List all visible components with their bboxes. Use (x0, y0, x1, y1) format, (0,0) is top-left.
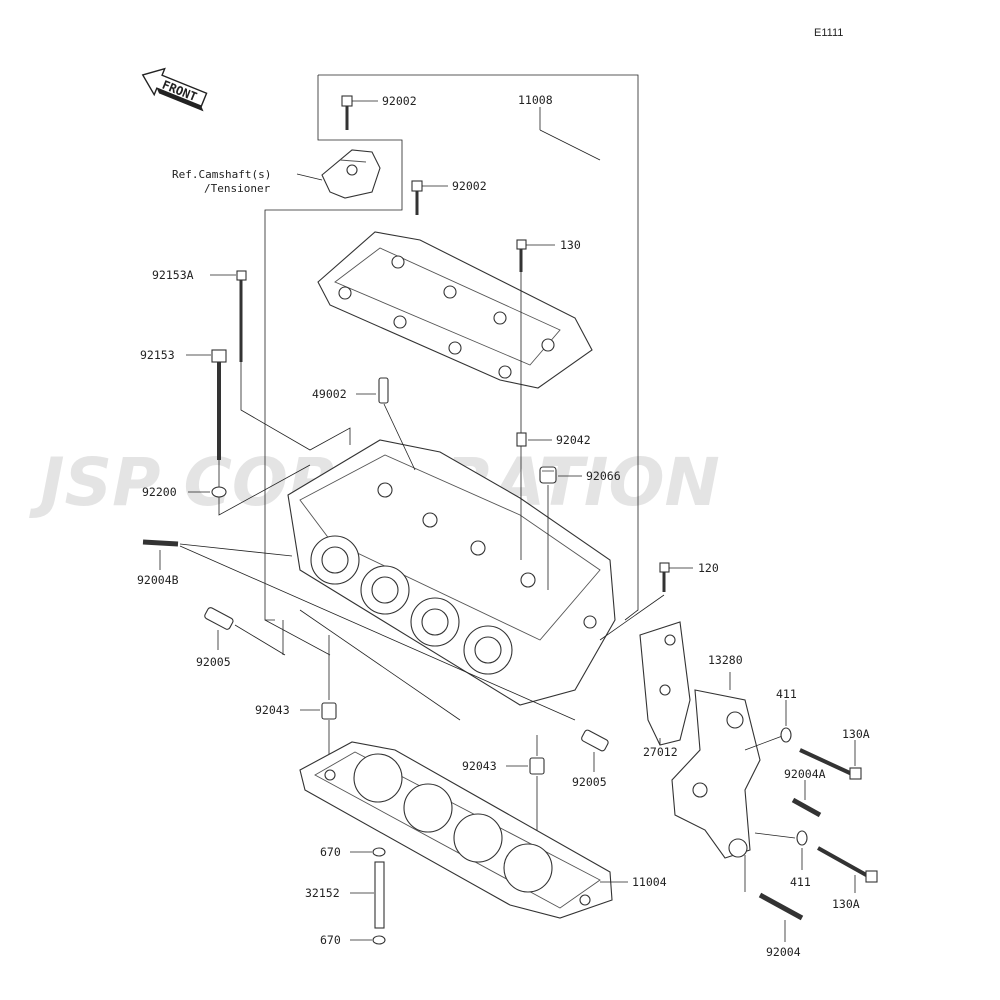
label-670-lower: 670 (320, 933, 341, 947)
dowel-92043-right (529, 757, 545, 775)
label-92004B: 92004B (137, 573, 179, 587)
label-411-lower: 411 (790, 875, 811, 889)
bolt-92002-upper (341, 95, 353, 130)
label-11008: 11008 (518, 93, 553, 107)
label-27012: 27012 (643, 745, 678, 759)
stud-92004A (791, 797, 822, 818)
reference-note-line-2: /Tensioner (204, 182, 271, 195)
label-92005-left: 92005 (196, 655, 231, 669)
label-130: 130 (560, 238, 581, 252)
bolt-120 (659, 562, 670, 592)
bolt-130 (516, 239, 527, 272)
label-92042: 92042 (556, 433, 591, 447)
label-120: 120 (698, 561, 719, 575)
plug-92066 (539, 466, 557, 484)
head-gasket-11004 (299, 741, 613, 919)
label-92004A: 92004A (784, 767, 826, 781)
label-92153A: 92153A (152, 268, 194, 282)
label-92004: 92004 (766, 945, 801, 959)
diagram-id: E1111 (814, 27, 843, 39)
washer-92200 (211, 486, 227, 498)
washer-411-lower (796, 830, 808, 846)
stud-92004B (142, 539, 179, 547)
bracket-27012 (639, 621, 691, 746)
cam-holder-part (317, 231, 593, 389)
label-670-upper: 670 (320, 845, 341, 859)
fitting-92005-right (581, 729, 609, 752)
dowel-92042 (516, 432, 527, 447)
label-130A-lower: 130A (832, 897, 860, 911)
fitting-92005-left (204, 607, 234, 630)
pipe-32152 (374, 861, 385, 929)
stud-92004 (758, 892, 804, 921)
o-ring-670-upper (372, 847, 386, 857)
bolt-130A-lower (817, 846, 878, 883)
engine-mount-13280 (671, 689, 761, 859)
front-arrow-icon: FRONT (141, 67, 208, 112)
camshaft-cap-part (321, 149, 381, 199)
washer-411-upper (780, 727, 792, 743)
label-92043-left: 92043 (255, 703, 290, 717)
label-92043-right: 92043 (462, 759, 497, 773)
bolt-130A-upper (799, 748, 862, 780)
label-130A-upper: 130A (842, 727, 870, 741)
reference-note-line-1: Ref.Camshaft(s) (172, 168, 271, 181)
label-49002: 49002 (312, 387, 347, 401)
label-92002-upper: 92002 (382, 94, 417, 108)
bolt-92153A (236, 270, 247, 362)
label-92002-lower: 92002 (452, 179, 487, 193)
bolt-92153 (211, 349, 227, 460)
label-411-upper: 411 (776, 687, 797, 701)
bolt-92002-lower (411, 180, 423, 215)
label-11004: 11004 (632, 875, 667, 889)
label-92200: 92200 (142, 485, 177, 499)
label-92153: 92153 (140, 348, 175, 362)
o-ring-670-lower (372, 935, 386, 945)
label-13280: 13280 (708, 653, 743, 667)
dowel-92043-left (321, 702, 337, 720)
label-92005-right: 92005 (572, 775, 607, 789)
label-92066: 92066 (586, 469, 621, 483)
label-32152: 32152 (305, 886, 340, 900)
plug-49002 (378, 377, 389, 404)
cylinder-head-part (287, 439, 616, 706)
